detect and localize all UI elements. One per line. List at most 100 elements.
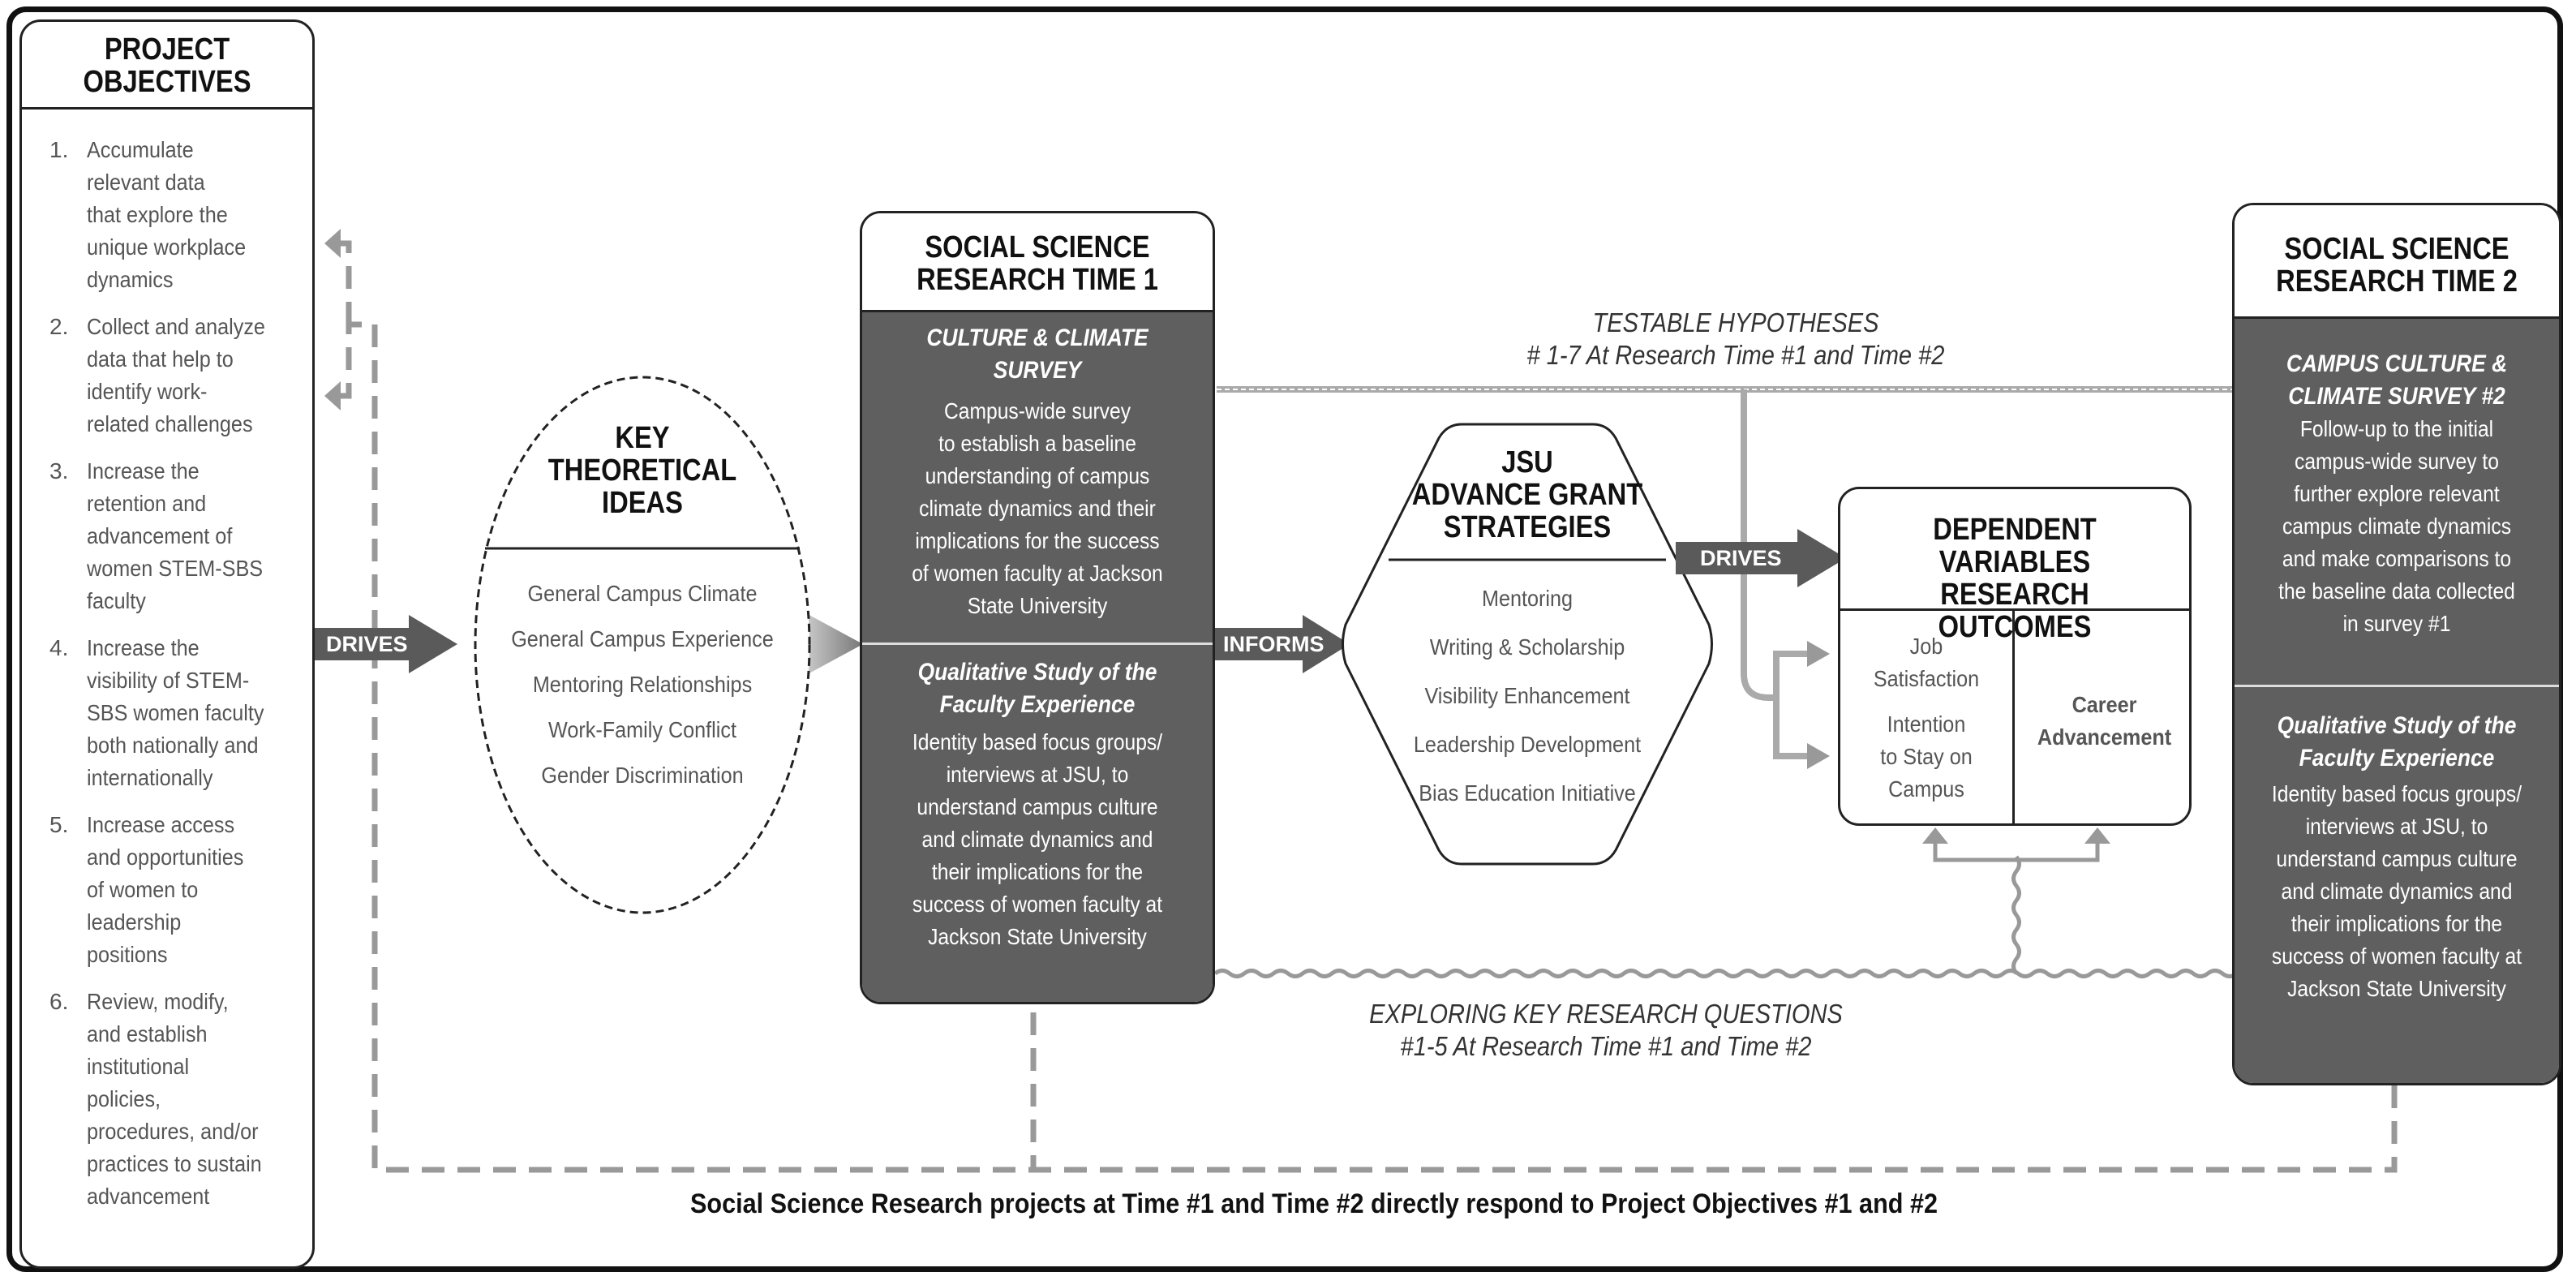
- theory-ellipse: KEY THEORETICAL IDEAS General Campus Cli…: [472, 375, 813, 915]
- time2-survey-text: Follow-up to the initial campus-wide surv…: [2235, 413, 2559, 640]
- time1-qual-line: and climate dynamics and: [921, 827, 1153, 852]
- feedback-arrowhead-1: [324, 229, 341, 258]
- time1-survey-line: implications for the success: [915, 528, 1160, 553]
- objective-number: 2.: [49, 314, 69, 339]
- time2-qual-line: Jackson State University: [2287, 976, 2506, 1001]
- objective-text-line: faculty: [87, 588, 146, 613]
- theory-item: Mentoring Relationships: [532, 672, 753, 697]
- outcome-job-line1: Job: [1909, 634, 1943, 659]
- time1-survey-line: of women faculty at Jackson: [912, 561, 1163, 586]
- outcome-career-line2: Advancement: [2037, 724, 2172, 750]
- time2-qual-line: understand campus culture: [2276, 846, 2518, 871]
- objective-number: 4.: [49, 635, 69, 660]
- time2-qual-line: interviews at JSU, to: [2305, 814, 2488, 839]
- strategy-item: Visibility Enhancement: [1424, 683, 1630, 708]
- objective-text-line: women STEM-SBS: [87, 556, 264, 581]
- objective-text-line: Increase the: [87, 635, 200, 660]
- objective-text-line: that explore the: [87, 202, 228, 227]
- hypotheses-label: TESTABLE HYPOTHESES # 1-7 At Research Ti…: [1444, 307, 2028, 372]
- objective-text-line: both nationally and: [87, 733, 259, 758]
- questions-label: EXPLORING KEY RESEARCH QUESTIONS #1-5 At…: [1314, 998, 1898, 1063]
- theory-item: Gender Discrimination: [541, 763, 744, 788]
- time1-qual-line: success of women faculty at: [912, 892, 1163, 917]
- strategy-item: Mentoring: [1481, 586, 1574, 611]
- time2-title-line1: SOCIAL SCIENCE: [2284, 232, 2509, 266]
- objective-text-line: and opportunities: [87, 844, 244, 870]
- time2-survey-line: the baseline data collected: [2278, 578, 2515, 604]
- objective-text-line: policies,: [87, 1086, 161, 1111]
- time2-qual-line: their implications for the: [2290, 911, 2503, 936]
- objective-text-line: advancement: [87, 1184, 210, 1209]
- time2-qual-text: Identity based focus groups/interviews a…: [2235, 778, 2559, 1005]
- time1-qual-section: Qualitative Study of the Faculty Experie…: [862, 645, 1213, 1002]
- objective-text-line: internationally: [87, 765, 213, 790]
- time2-qual-title-line1: Qualitative Study of the: [2277, 712, 2517, 739]
- questions-line1: EXPLORING KEY RESEARCH QUESTIONS: [1369, 999, 1843, 1029]
- drives-label-1: DRIVES: [326, 632, 408, 656]
- strategies-title-line3: STRATEGIES: [1443, 510, 1612, 544]
- time2-survey-line: campus-wide survey to: [2295, 449, 2499, 474]
- time1-survey-title-line2: SURVEY: [993, 357, 1082, 384]
- time1-qual-text: Identity based focus groups/interviews a…: [862, 726, 1213, 953]
- time2-qual-line: Identity based focus groups/: [2271, 781, 2522, 806]
- outcomes-box: DEPENDENT VARIABLES RESEARCH OUTCOMES Jo…: [1838, 487, 2192, 826]
- time2-header: SOCIAL SCIENCE RESEARCH TIME 2: [2235, 205, 2559, 319]
- hypotheses-line2: # 1-7 At Research Time #1 and Time #2: [1526, 340, 1945, 370]
- objective-number: 6.: [49, 989, 69, 1014]
- strategy-item: Writing & Scholarship: [1429, 634, 1625, 660]
- outcomes-right-column: Career Advancement: [2015, 689, 2189, 754]
- drives-arrow-1: DRIVES: [315, 615, 457, 673]
- strategies-title-line1: JSU: [1501, 445, 1553, 479]
- time1-title-line2: RESEARCH TIME 1: [917, 263, 1158, 297]
- theory-item: Work-Family Conflict: [548, 717, 736, 742]
- informs-label: INFORMS: [1223, 632, 1324, 656]
- feedback-dashed-line: [334, 321, 2398, 1173]
- time1-qual-line: their implications for the: [931, 859, 1144, 884]
- theory-title-line3: IDEAS: [602, 486, 683, 520]
- time2-survey-line: and make comparisons to: [2282, 546, 2512, 571]
- outcome-career-line1: Career: [2072, 692, 2137, 717]
- objective-text-line: SBS women faculty: [87, 700, 264, 725]
- objective-text-line: relevant data: [87, 170, 205, 195]
- strategies-title-line2: ADVANCE GRANT: [1411, 478, 1643, 512]
- objectives-title-line2: OBJECTIVES: [83, 65, 251, 99]
- time2-qual-section: Qualitative Study of the Faculty Experie…: [2235, 687, 2559, 1083]
- objective-text-line: data that help to: [87, 346, 234, 372]
- time1-survey-line: Campus-wide survey: [943, 398, 1131, 423]
- outcome-intention-line3: Campus: [1888, 776, 1964, 802]
- questions-wave-riser: [2011, 855, 2021, 975]
- theory-title-line2: THEORETICAL: [547, 453, 737, 488]
- theory-item: General Campus Experience: [511, 626, 774, 651]
- objective-text-line: leadership: [87, 909, 182, 935]
- time2-survey-line: Follow-up to the initial: [2299, 416, 2494, 441]
- time1-qual-title-line1: Qualitative Study of the: [917, 659, 1157, 685]
- objective-text-line: related challenges: [87, 411, 253, 436]
- time2-survey-line: further explore relevant: [2294, 481, 2500, 506]
- objective-text-line: Collect and analyze: [87, 314, 265, 339]
- drives-label-2: DRIVES: [1700, 546, 1782, 570]
- outcomes-left-column: Job Satisfaction Intention to Stay on Ca…: [1840, 630, 2012, 806]
- time2-survey-section: CAMPUS CULTURE & CLIMATE SURVEY #2 Follo…: [2235, 319, 2559, 687]
- strategy-item: Leadership Development: [1413, 732, 1642, 757]
- outcomes-header: DEPENDENT VARIABLES RESEARCH OUTCOMES: [1840, 489, 2189, 643]
- objective-text-line: Increase the: [87, 458, 200, 483]
- informs-arrow: INFORMS: [1215, 615, 1350, 673]
- footer-caption: Social Science Research projects at Time…: [689, 1188, 1938, 1219]
- time2-survey-line: campus climate dynamics: [2282, 514, 2512, 539]
- time1-qual-line: interviews at JSU, to: [946, 762, 1129, 787]
- objective-text-line: identify work-: [87, 379, 208, 404]
- objective-number: 5.: [49, 812, 69, 837]
- outcomes-title-line1: DEPENDENT VARIABLES: [1933, 513, 2097, 579]
- feedback-dashed-line-2: [334, 240, 352, 324]
- objective-text-line: Increase access: [87, 812, 235, 837]
- time1-qual-line: understand campus culture: [917, 794, 1158, 819]
- theory-title-line1: KEY: [615, 421, 670, 455]
- questions-line2: #1-5 At Research Time #1 and Time #2: [1400, 1031, 1812, 1061]
- time1-survey-line: understanding of campus: [925, 463, 1150, 488]
